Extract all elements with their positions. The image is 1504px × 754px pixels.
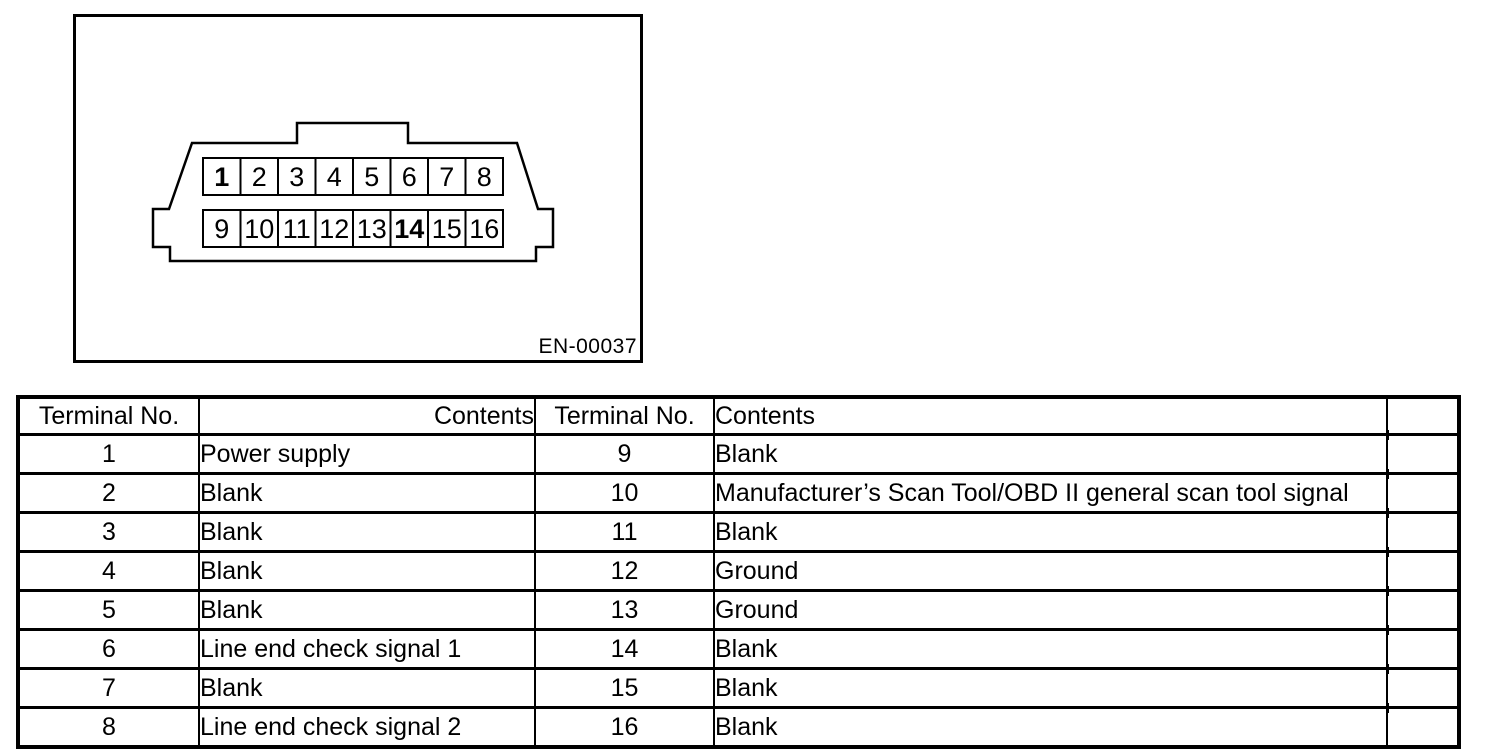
contents-right-cell: Blank — [713, 667, 1388, 709]
spacer-cell — [1386, 626, 1460, 670]
terminal-no-left-cell: 2 — [17, 472, 200, 514]
contents-left-cell: Blank — [198, 667, 536, 709]
contents-left-cell: Power supply — [198, 433, 536, 475]
pin-number: 5 — [364, 162, 379, 192]
terminal-no-left-cell: 6 — [17, 628, 200, 670]
spacer-cell — [1386, 704, 1460, 749]
pin-number: 12 — [319, 214, 349, 244]
terminal-table: Terminal No. Contents Terminal No. Conte… — [16, 395, 1461, 749]
pin-number: 1 — [214, 162, 229, 192]
contents-left-cell: Blank — [198, 511, 536, 553]
pin-number: 14 — [394, 214, 424, 244]
contents-left-cell: Blank — [198, 589, 536, 631]
pin-cell — [239, 157, 279, 196]
connector-figure-panel: 1 2 3 4 5 6 7 8 9 10 11 12 13 14 15 16 E… — [73, 14, 643, 363]
terminal-no-right-cell: 9 — [534, 433, 715, 475]
table-row: 4 Blank 12 Ground — [17, 548, 1460, 592]
table-row: 5 Blank 13 Ground — [17, 587, 1460, 631]
header-contents-right: Contents — [713, 395, 1388, 436]
header-terminal-no-right: Terminal No. — [534, 395, 715, 436]
contents-right-cell: Blank — [713, 511, 1388, 553]
spacer-cell — [1386, 509, 1460, 553]
spacer-cell — [1386, 665, 1460, 709]
pin-number: 15 — [432, 214, 462, 244]
contents-right-cell: Blank — [713, 433, 1388, 475]
spacer-cell — [1386, 431, 1460, 475]
pin-number: 2 — [252, 162, 267, 192]
connector-svg: 1 2 3 4 5 6 7 8 9 10 11 12 13 14 15 16 — [151, 121, 555, 263]
table-row: 2 Blank 10 Manufacturer’s Scan Tool/OBD … — [17, 470, 1460, 514]
terminal-no-right-cell: 12 — [534, 550, 715, 592]
contents-left-cell: Blank — [198, 550, 536, 592]
header-terminal-no-left: Terminal No. — [17, 395, 200, 436]
pin-grid — [202, 157, 504, 248]
table-row: 3 Blank 11 Blank — [17, 509, 1460, 553]
terminal-no-right-cell: 15 — [534, 667, 715, 709]
spacer-cell — [1386, 470, 1460, 514]
terminal-no-right-cell: 14 — [534, 628, 715, 670]
contents-right-cell: Manufacturer’s Scan Tool/OBD II general … — [713, 472, 1388, 514]
contents-left-cell: Line end check signal 2 — [198, 706, 536, 749]
pin-cell — [464, 209, 504, 248]
terminal-no-left-cell: 4 — [17, 550, 200, 592]
pin-cell — [314, 209, 354, 248]
contents-left-cell: Blank — [198, 472, 536, 514]
pin-cell — [352, 157, 392, 196]
contents-right-cell: Blank — [713, 628, 1388, 670]
pin-number: 13 — [357, 214, 387, 244]
pin-cell — [427, 157, 467, 196]
spacer-cell — [1386, 548, 1460, 592]
terminal-no-right-cell: 16 — [534, 706, 715, 749]
pin-number: 6 — [402, 162, 417, 192]
terminal-no-left-cell: 5 — [17, 589, 200, 631]
spacer-cell — [1386, 587, 1460, 631]
pin-cell — [427, 209, 467, 248]
terminal-no-left-cell: 8 — [17, 706, 200, 749]
pin-cell — [389, 157, 429, 196]
table-row: 8 Line end check signal 2 16 Blank — [17, 704, 1460, 749]
contents-right-cell: Ground — [713, 550, 1388, 592]
pin-cell — [314, 157, 354, 196]
pin-number: 4 — [327, 162, 342, 192]
pin-number: 3 — [289, 162, 304, 192]
pin-number: 9 — [214, 214, 229, 244]
pin-cell — [464, 157, 504, 196]
pin-number: 10 — [244, 214, 274, 244]
contents-right-cell: Ground — [713, 589, 1388, 631]
pin-number: 7 — [439, 162, 454, 192]
header-contents-left: Contents — [198, 395, 536, 436]
terminal-no-right-cell: 10 — [534, 472, 715, 514]
header-spacer — [1386, 395, 1460, 436]
terminal-no-left-cell: 3 — [17, 511, 200, 553]
pin-number: 11 — [283, 214, 311, 244]
pin-number: 8 — [477, 162, 492, 192]
table-row: 7 Blank 15 Blank — [17, 665, 1460, 709]
terminal-no-left-cell: 7 — [17, 667, 200, 709]
figure-id-label: EN-00037 — [538, 335, 637, 358]
table-header-row: Terminal No. Contents Terminal No. Conte… — [17, 395, 1460, 436]
terminal-no-left-cell: 1 — [17, 433, 200, 475]
table-row: 6 Line end check signal 1 14 Blank — [17, 626, 1460, 670]
pin-cell — [389, 209, 429, 248]
terminal-no-right-cell: 11 — [534, 511, 715, 553]
contents-right-cell: Blank — [713, 706, 1388, 749]
contents-left-cell: Line end check signal 1 — [198, 628, 536, 670]
pin-number: 16 — [469, 214, 499, 244]
table-row: 1 Power supply 9 Blank — [17, 431, 1460, 475]
terminal-no-right-cell: 13 — [534, 589, 715, 631]
